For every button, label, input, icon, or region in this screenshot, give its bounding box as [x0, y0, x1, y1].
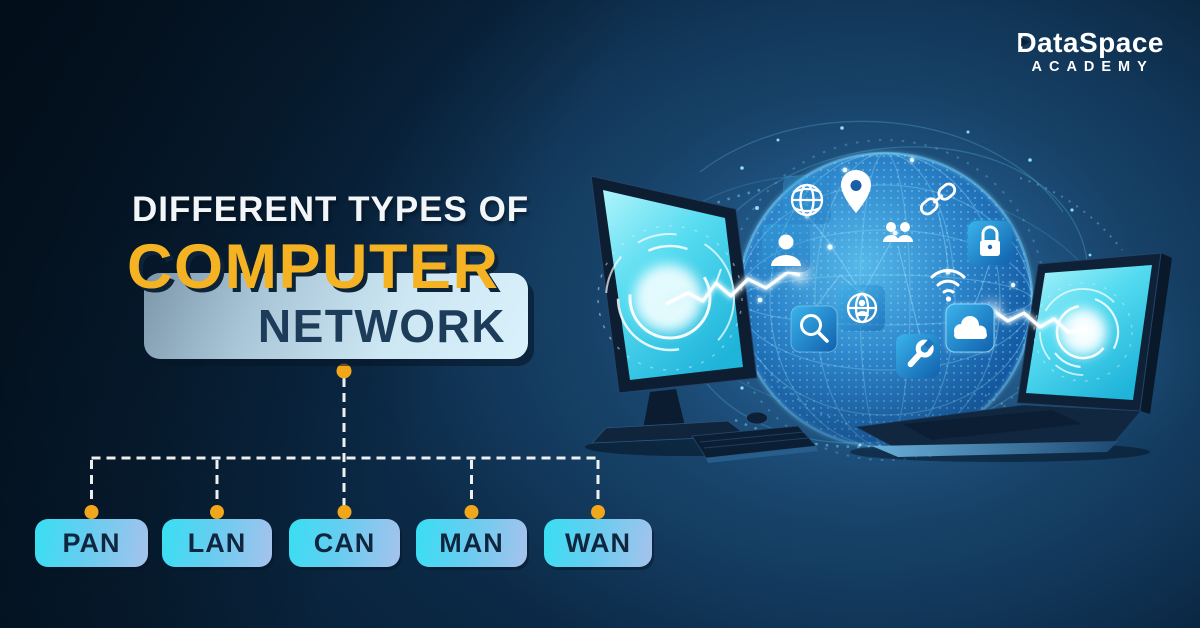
mouse: [746, 411, 768, 425]
network-type-label: MAN: [439, 527, 504, 558]
network-type-box-can: CAN: [289, 519, 400, 567]
network-illustration: [550, 40, 1200, 560]
wifi-icon: [930, 269, 966, 302]
title-kicker: DIFFERENT TYPES OF: [132, 190, 530, 229]
network-type-label: PAN: [62, 527, 121, 558]
brand-name-text: DataSpace: [1016, 27, 1164, 58]
user-icon: [762, 224, 810, 272]
network-type-label: WAN: [565, 527, 631, 558]
title-highlight: COMPUTER: [127, 232, 500, 302]
location-pin-icon: [841, 170, 871, 213]
network-type-label: CAN: [313, 527, 376, 558]
network-type-box-lan: LAN: [162, 519, 272, 567]
lock-icon: [968, 221, 1012, 265]
connector-dots: [84, 363, 605, 519]
network-type-box-man: MAN: [416, 519, 527, 567]
users-icon: [883, 222, 913, 242]
wrench-icon: [896, 334, 940, 378]
link-icon: [919, 182, 957, 216]
lightning-right: [984, 302, 1098, 345]
brand-name: DataSpace: [1016, 28, 1164, 57]
network-type-box-pan: PAN: [35, 519, 148, 567]
cloud-icon: [945, 303, 995, 353]
network-type-label: LAN: [187, 527, 247, 558]
brand-sub: ACADEMY: [1031, 59, 1154, 76]
brand-logo: DataSpace ACADEMY: [1016, 28, 1164, 76]
hud-rings-laptop: [1033, 282, 1133, 382]
globe-icon: [783, 176, 831, 224]
search-icon: [790, 305, 838, 353]
network-type-box-wan: WAN: [544, 519, 652, 567]
desktop-monitor: [585, 175, 818, 463]
laptop-keyboard: [902, 410, 1082, 440]
network-title-panel: NETWORK: [144, 273, 528, 359]
network-title: NETWORK: [257, 300, 506, 352]
connector-tree: [84, 363, 605, 519]
world-icon: [839, 285, 885, 331]
